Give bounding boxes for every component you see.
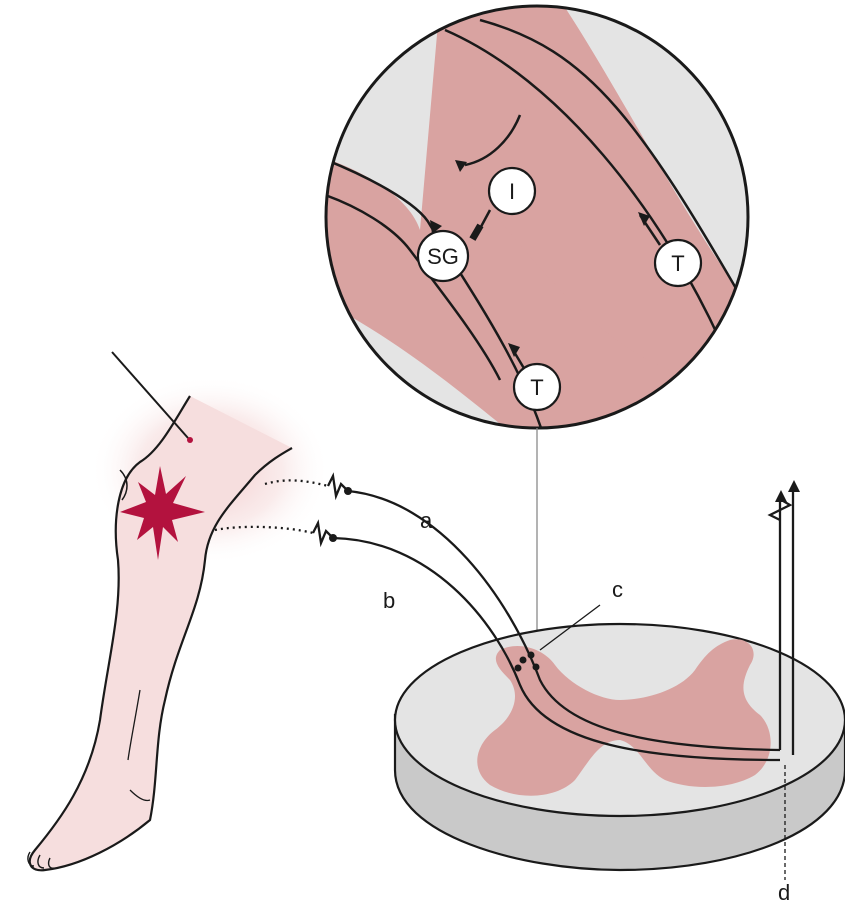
label-c: c — [612, 577, 623, 602]
leg-illustration — [28, 352, 330, 870]
leg-outline — [30, 396, 292, 870]
label-d: d — [778, 880, 790, 905]
label-a: a — [420, 508, 433, 533]
node-T-lower-label: T — [530, 375, 543, 400]
magnified-dorsal-horn-inset: I SG T T — [300, 0, 800, 440]
node-I-label: I — [509, 179, 515, 204]
node-SG-label: SG — [427, 244, 459, 269]
ascending-arrow-2-icon — [788, 480, 800, 492]
node-T-upper-label: T — [671, 251, 684, 276]
node-T-upper: T — [655, 240, 701, 286]
node-I: I — [489, 168, 535, 214]
label-b: b — [383, 588, 395, 613]
node-T-lower: T — [514, 364, 560, 410]
node-SG: SG — [418, 231, 468, 281]
ascending-arrow-1-icon — [775, 490, 787, 502]
